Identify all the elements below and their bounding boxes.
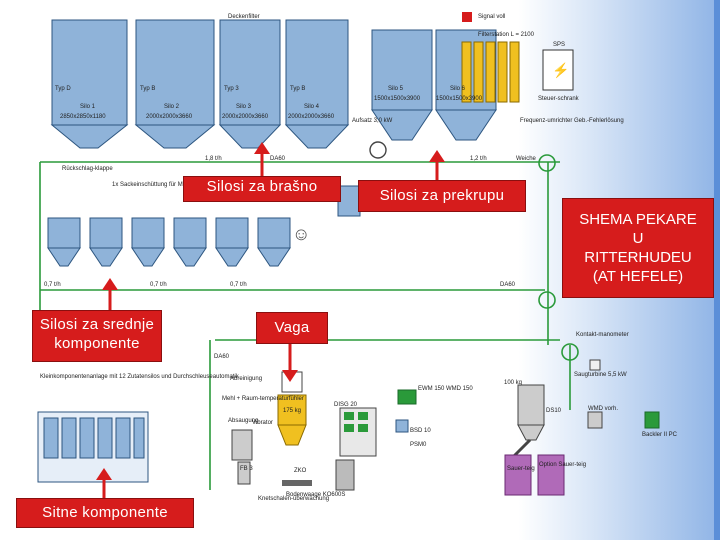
ds10-silo [517,384,545,426]
vibrator-label: Vibrator [252,420,273,426]
title-line: RITTERHUDEU [584,249,692,266]
title-line: (AT HEFELE) [592,268,684,285]
kontakt-label: Kontakt-manometer [576,332,629,338]
callout-silosi-brasno: Silosi za brašno [183,176,341,202]
middle-silo-row [47,217,291,267]
bodenwaage-label: Bodenwaage KO600S [286,492,345,498]
weiche-icon [561,343,579,361]
silo-1 [51,19,128,126]
callout-vaga: Vaga [256,312,328,344]
ds10-label: DS10 [546,408,562,414]
main-silo-battery [50,19,350,149]
title-line: U [632,230,644,247]
silo-dim-label: 1500x1500x3900 [374,96,421,102]
sps-label: SPS [553,42,565,48]
kg175-label: 175 kg [283,408,301,414]
silo-4 [285,19,349,126]
aufsatz-label: Aufsatz 3,0 kW [352,118,393,124]
pc-icon [644,411,660,429]
silo-name-label: Silo 1 [80,104,96,110]
fb-label: FB 3 [240,466,253,472]
weiche-icon [538,154,556,172]
silo-name-label: Silo 4 [304,104,320,110]
callout-arrows [96,142,445,498]
kg100-label: 100 kg [504,380,522,386]
mehl-raum-label: Mehl + Raum-temperaturfühler [222,396,304,402]
silo-dim-label: 2000x2000x3660 [222,114,269,120]
steuerschrank-label: Steuer-schrank [538,96,580,102]
slide-edge-accent [714,0,720,540]
flow-rate-label: 1,2 t/h [470,156,487,162]
flow-rate-label: 0,7 t/h [230,282,247,288]
fb-box [231,429,253,461]
silo-name-label: Silo 5 [388,86,404,92]
silo-name-label: Silo 6 [450,86,466,92]
rueckschlag-label: Rückschlag-klappe [62,166,113,172]
callout-silosi-srednje: Silosi za srednje komponente [32,310,162,362]
operator-icon: ☺ [292,224,310,244]
silo-5 [371,29,433,111]
sps-cabinet [542,49,574,91]
small-component-station [37,411,149,483]
flow-rate-label: 0,7 t/h [44,282,61,288]
title-line: SHEMA PEKARE [579,211,697,228]
knetschalen-label: Knetschalen-überwachung [258,496,329,502]
signal-lamp-icon [462,12,472,22]
lightning-icon: ⚡ [552,62,569,79]
sauerteig-tank [504,454,532,496]
silo-dim-label: 2850x2850x1180 [60,114,106,120]
prekrupa-silos [371,29,497,141]
silo-type-label: Typ 3 [224,86,239,92]
filterstation-label: Filterstation L = 2100 [478,32,535,38]
silo-dim-label: 2000x2000x3660 [288,114,335,120]
blower-icon [369,141,387,159]
wmd-label: WMD vorh. [588,406,618,412]
callout-sitne-komponente: Sitne komponente [16,498,194,528]
silo-dim-label: 1500x1500x3900 [436,96,483,102]
signal-voll-label: Signal voll [478,14,505,20]
callout-silosi-prekrupa: Silosi za prekrupu [358,180,526,212]
option-sauerteig-tank [537,454,565,496]
silo-type-label: Typ B [290,86,305,92]
silo-name-label: Silo 2 [164,104,180,110]
sauerteig-label: Sauer-teig [507,466,535,472]
silo-type-label: Typ B [140,86,155,92]
weiche-icon [538,291,556,309]
kleinkomponenten-label: Kleinkomponentenanlage mit 12 Zutatensil… [40,374,240,380]
flow-rate-label: 1,8 t/h [205,156,222,162]
silo-type-label: Typ D [55,86,71,92]
bsd-label: BSD 10 [410,428,431,434]
weiche-label: Weiche [516,156,537,162]
flow-rate-label: 0,7 t/h [150,282,167,288]
silo-3 [219,19,281,126]
title-box: SHEMA PEKARE U RITTERHUDEU (AT HEFELE) [562,198,714,298]
backler-label: Backler II PC [642,432,678,438]
ewm-label: EWM 150 WMD 150 [418,386,473,392]
psm-label: PSM0 [410,442,427,448]
disg-label: DISG 20 [334,402,358,408]
saugturbine-label: Saugturbine 5,5 kW [574,372,627,378]
filter-station [461,41,520,103]
da-label: DA60 [270,156,286,162]
absaugung-label: Absaugung [228,418,258,424]
silo-name-label: Silo 3 [236,104,252,110]
da-label: DA60 [214,354,230,360]
vibro-hopper [337,185,361,217]
option-sauerteig-label: Option Sauer-teig [539,462,586,468]
da-label: DA60 [500,282,516,288]
silo-2 [135,19,215,126]
frequenzumrichter-label: Frequenz-umrichter Geb.-Fehlerlösung [520,118,624,124]
silo-dim-label: 2000x2000x3660 [146,114,193,120]
zko-label: ZKO [294,468,307,474]
abreinigung-label: Abreinigung [230,376,262,382]
deckenfilter-label: Deckenfilter [228,14,260,20]
